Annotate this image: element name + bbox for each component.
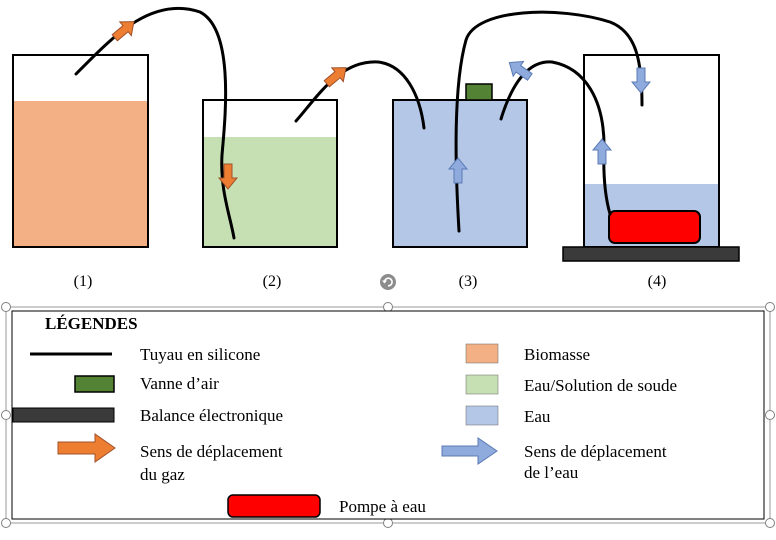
label-container-3: (3) bbox=[459, 273, 478, 290]
resize-handle-bottom-right[interactable] bbox=[765, 518, 775, 528]
legend-biomass-label: Biomasse bbox=[524, 345, 590, 364]
label-container-4: (4) bbox=[648, 273, 667, 290]
legend: LÉGENDES Tuyau en silicone Vanne d’air B… bbox=[11, 310, 765, 520]
legend-soda-label: Eau/Solution de soude bbox=[524, 376, 677, 395]
legend-balance-swatch bbox=[12, 407, 115, 423]
legend-water-swatch bbox=[465, 405, 499, 426]
electronic-balance bbox=[562, 246, 740, 262]
legend-soda-swatch bbox=[465, 374, 499, 395]
water-flow-arrows bbox=[447, 60, 652, 184]
legend-valve-label: Vanne d’air bbox=[140, 374, 219, 393]
container-1-biomass bbox=[13, 101, 148, 247]
legend-gas-arrow-swatch bbox=[57, 433, 116, 463]
legend-tube-label: Tuyau en silicone bbox=[140, 345, 260, 364]
resize-handle-bottom[interactable] bbox=[383, 518, 393, 528]
legend-gas-flow-label-1: Sens de déplacement bbox=[140, 442, 283, 461]
legend-title: LÉGENDES bbox=[45, 314, 138, 333]
legend-water-flow-label-1: Sens de déplacement bbox=[524, 442, 667, 461]
gas-arrow-2 bbox=[217, 163, 239, 190]
resize-handle-top-right[interactable] bbox=[765, 302, 775, 312]
silicone-tubes bbox=[74, 6, 644, 240]
rotate-handle-icon[interactable] bbox=[380, 274, 396, 290]
tube-3-to-4-out bbox=[454, 10, 644, 233]
container-1 bbox=[12, 54, 149, 248]
label-container-2: (2) bbox=[263, 273, 282, 290]
legend-gas-flow-label-2: du gaz bbox=[140, 465, 185, 484]
legend-water-arrow-swatch bbox=[441, 437, 498, 465]
gas-arrow-1 bbox=[111, 21, 135, 42]
gas-flow-arrows bbox=[111, 21, 347, 190]
legend-pump-swatch bbox=[227, 494, 321, 518]
tube-2-to-3 bbox=[294, 60, 426, 130]
air-valve bbox=[465, 83, 493, 101]
legend-box bbox=[11, 310, 765, 520]
container-1-wall bbox=[12, 54, 149, 248]
resize-handles bbox=[1, 302, 775, 528]
legend-balance-label: Balance électronique bbox=[140, 406, 283, 425]
legend-valve-swatch bbox=[74, 375, 115, 393]
legend-biomass-swatch bbox=[465, 343, 499, 364]
resize-handle-top[interactable] bbox=[383, 302, 393, 312]
water-arrow-3 bbox=[630, 67, 652, 94]
legend-selection-frame[interactable] bbox=[1, 274, 775, 528]
container-2-wall bbox=[202, 99, 338, 248]
resize-handle-bottom-left[interactable] bbox=[1, 518, 11, 528]
legend-water-label: Eau bbox=[524, 407, 551, 426]
gas-arrow-3 bbox=[323, 67, 347, 88]
label-container-1: (1) bbox=[74, 273, 93, 290]
water-arrow-1 bbox=[447, 157, 469, 184]
resize-handle-top-left[interactable] bbox=[1, 302, 11, 312]
container-3 bbox=[392, 83, 528, 248]
water-arrow-4 bbox=[591, 138, 613, 165]
water-pump bbox=[608, 210, 701, 244]
resize-handle-right[interactable] bbox=[765, 410, 775, 420]
resize-handle-left[interactable] bbox=[1, 410, 11, 420]
tube-4-to-3-return bbox=[499, 60, 612, 216]
water-arrow-2 bbox=[508, 60, 533, 81]
legend-pump-label: Pompe à eau bbox=[339, 497, 426, 516]
legend-water-flow-label-2: de l’eau bbox=[524, 463, 579, 482]
